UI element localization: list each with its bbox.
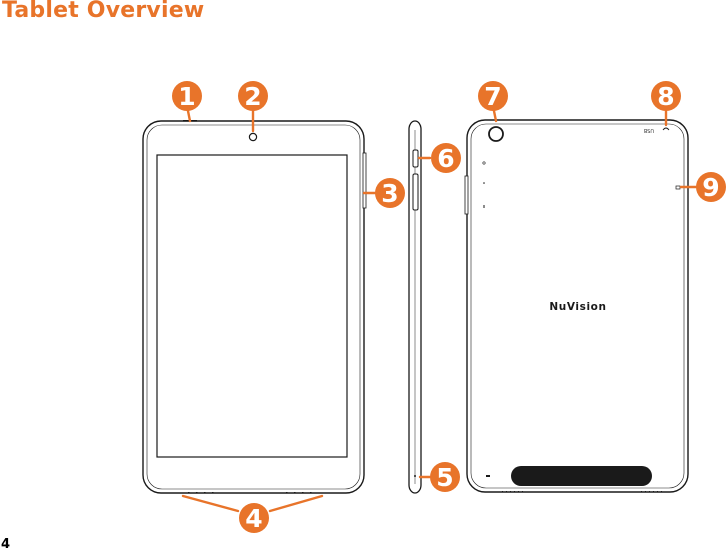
back-small-logo (486, 475, 490, 477)
callout-number: 6 (437, 144, 454, 173)
side-volume-button (413, 174, 418, 210)
callout-badge-1: 1 (172, 81, 202, 111)
back-side-buttons (465, 176, 468, 214)
back-small-dot (483, 182, 485, 184)
tablet-side-view (409, 121, 421, 493)
callout-number: 3 (381, 179, 398, 208)
callout-number: 4 (245, 504, 262, 533)
callout-number: 9 (702, 173, 719, 202)
callout-badge-3: 3 (375, 178, 405, 208)
callout-badge-7: 7 (478, 81, 508, 111)
back-small-mark (484, 205, 485, 208)
callout-number: 7 (484, 82, 501, 111)
side-power-button (413, 150, 418, 167)
callout-number: 5 (436, 463, 453, 492)
callout-number: 2 (244, 82, 261, 111)
callout-badge-8: 8 (651, 81, 681, 111)
callout-badge-6: 6 (431, 143, 461, 173)
front-camera-icon (249, 133, 256, 140)
tablet-back-view: USB NuVision (465, 120, 688, 492)
back-speaker-bar (511, 466, 652, 486)
callout-number: 1 (178, 82, 195, 111)
back-port-label: USB (643, 127, 654, 133)
callout-badge-9: 9 (696, 172, 726, 202)
side-reset-hole (414, 475, 416, 477)
front-display (157, 155, 347, 457)
callout-badge-5: 5 (430, 462, 460, 492)
callout-badge-4: 4 (239, 503, 269, 533)
tablet-front-view (143, 120, 366, 493)
back-camera-icon (489, 127, 503, 141)
callout-badge-2: 2 (238, 81, 268, 111)
page-number: 4 (1, 538, 10, 552)
brand-logo: NuVision (549, 301, 606, 313)
callout-number: 8 (657, 82, 674, 111)
front-side-buttons (363, 153, 366, 208)
